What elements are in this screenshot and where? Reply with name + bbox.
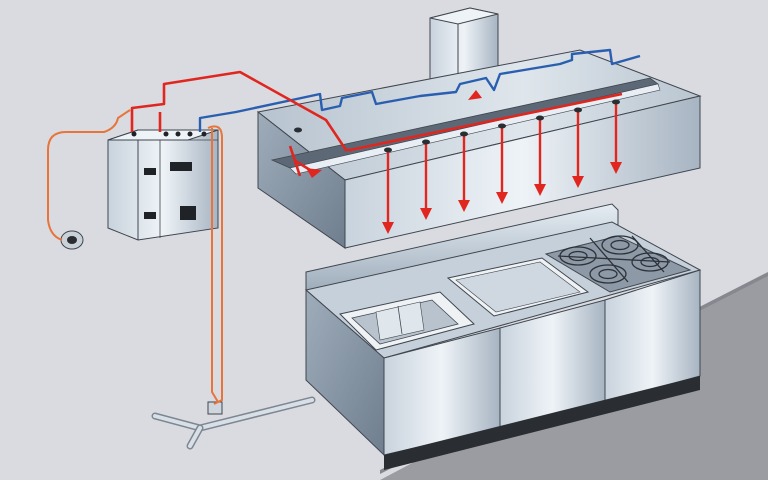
gas-valve-cable bbox=[207, 125, 223, 405]
griddle bbox=[446, 257, 590, 317]
burner-grate bbox=[557, 235, 671, 284]
gas-valve-cable-2 bbox=[211, 128, 219, 403]
nozzle-caps bbox=[294, 99, 620, 153]
toe-kick bbox=[384, 376, 700, 470]
cable-lines bbox=[47, 109, 223, 405]
fryer bbox=[339, 291, 475, 351]
floor bbox=[0, 275, 768, 480]
plenum-nozzles bbox=[293, 90, 482, 178]
discharge-nozzles bbox=[382, 102, 622, 234]
cabinet-label-3 bbox=[144, 212, 156, 219]
cabinet-label-4 bbox=[180, 206, 196, 220]
pull-station-cable bbox=[47, 109, 131, 241]
cooking-line bbox=[304, 203, 702, 470]
control-cabinet bbox=[107, 129, 219, 241]
gas-shutoff-valve bbox=[207, 401, 223, 415]
range-burners bbox=[544, 235, 692, 293]
gas-line bbox=[151, 396, 316, 450]
cabinet-label-2 bbox=[170, 162, 192, 171]
manual-pull-station bbox=[60, 230, 84, 250]
detection-line bbox=[198, 48, 641, 132]
cabinet-label-1 bbox=[144, 168, 156, 175]
